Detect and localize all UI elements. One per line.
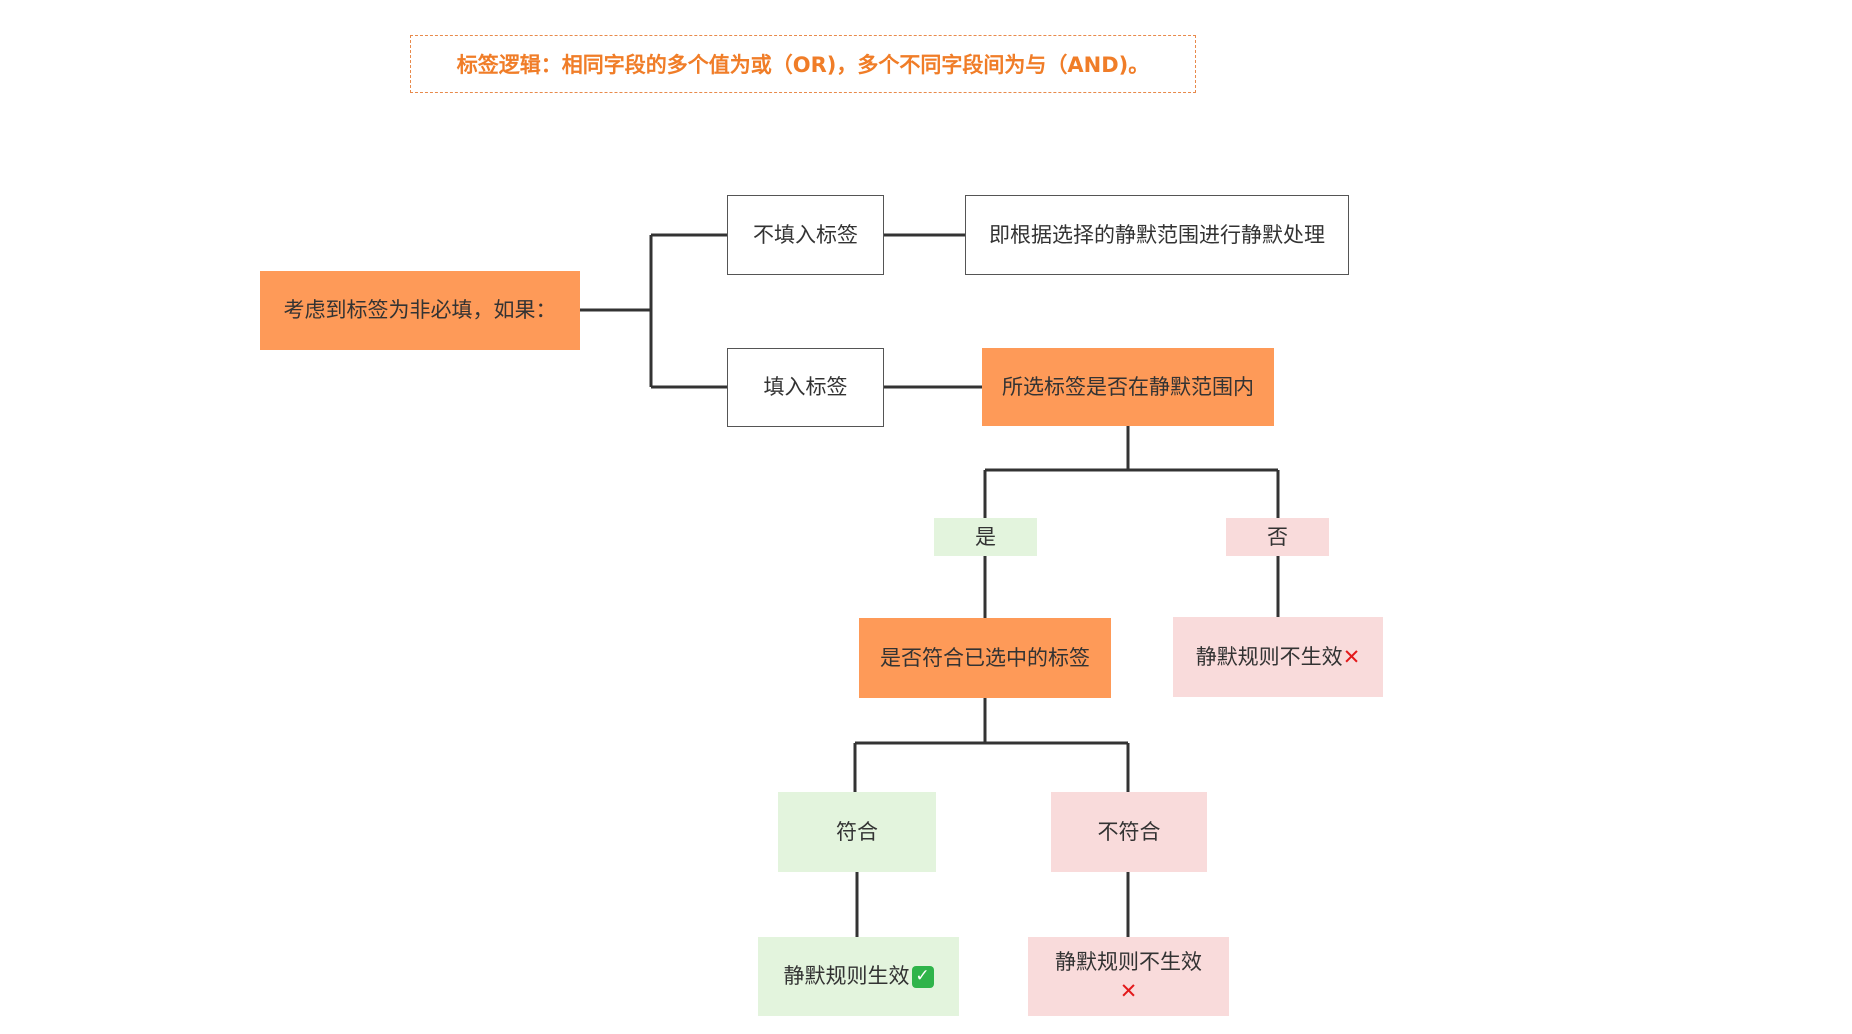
no-tag-box: 不填入标签 (727, 195, 884, 275)
in-range-question-box: 所选标签是否在静默范围内 (982, 348, 1274, 426)
match-question-label: 是否符合已选中的标签 (880, 645, 1090, 670)
no-tag-label: 不填入标签 (753, 222, 858, 247)
with-tag-box: 填入标签 (727, 348, 884, 427)
no-tag-result-box: 即根据选择的静默范围进行静默处理 (965, 195, 1349, 275)
logic-note: 标签逻辑：相同字段的多个值为或（OR)，多个不同字段间为与（AND)。 (410, 35, 1196, 93)
no-tag-result-label: 即根据选择的静默范围进行静默处理 (989, 222, 1325, 247)
not-effective-box-1: 静默规则不生效✕ (1173, 617, 1383, 697)
in-range-question-label: 所选标签是否在静默范围内 (1002, 374, 1254, 399)
not-effective-box-2: 静默规则不生效 ✕ (1028, 937, 1229, 1016)
with-tag-label: 填入标签 (763, 375, 848, 400)
cross-icon: ✕ (1119, 978, 1138, 1003)
not-effective-label-2: 静默规则不生效 (1055, 950, 1202, 975)
effective-box: 静默规则生效✓ (758, 937, 959, 1016)
yes-label: 是 (975, 524, 996, 549)
not-match-label: 不符合 (1097, 819, 1161, 844)
not-effective-label-1: 静默规则不生效 (1195, 644, 1343, 669)
yes-box: 是 (934, 518, 1037, 556)
no-box: 否 (1226, 518, 1329, 556)
cross-icon: ✕ (1342, 644, 1361, 669)
root-condition-label: 考虑到标签为非必填，如果： (283, 298, 557, 323)
root-condition-box: 考虑到标签为非必填，如果： (260, 271, 580, 350)
no-label: 否 (1267, 524, 1288, 549)
match-label: 符合 (836, 819, 878, 844)
match-box: 符合 (778, 792, 936, 872)
match-question-box: 是否符合已选中的标签 (859, 618, 1111, 698)
check-icon: ✓ (911, 965, 934, 988)
effective-label: 静默规则生效 (783, 964, 910, 989)
not-match-box: 不符合 (1051, 792, 1207, 872)
